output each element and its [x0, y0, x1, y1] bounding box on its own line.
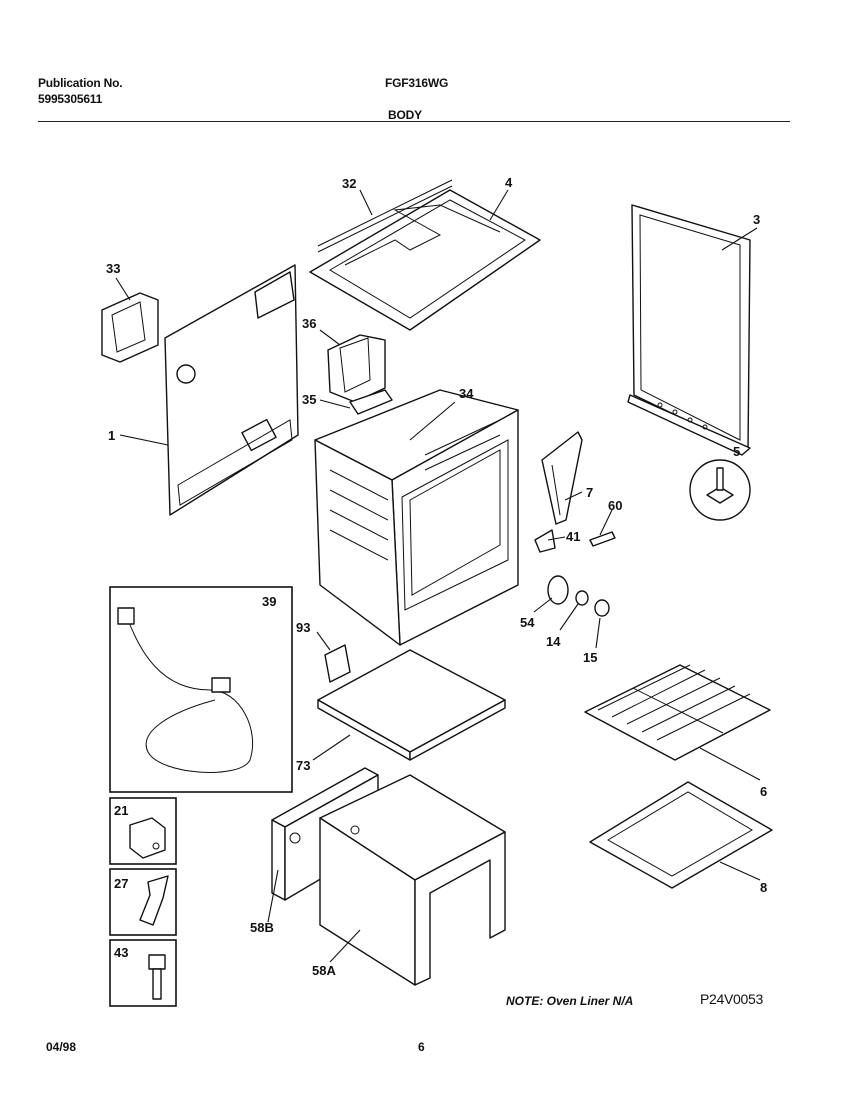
part-skirt-58a [319, 774, 506, 986]
part-small-60 [589, 531, 616, 547]
part-oven-rack [584, 664, 771, 761]
inset-box-43 [109, 939, 177, 1007]
callout-35: 35 [302, 392, 316, 407]
part-back-panel [164, 264, 299, 516]
part-broiler-pan [589, 781, 773, 889]
inset-box-21 [109, 797, 177, 865]
callout-58b: 58B [250, 920, 274, 935]
callout-36: 36 [302, 316, 316, 331]
part-power-cord [117, 607, 254, 773]
page-number: 6 [418, 1040, 425, 1054]
part-top-frame [309, 179, 541, 331]
callout-54: 54 [520, 615, 535, 630]
part-burner [541, 431, 583, 525]
oven-liner-note: NOTE: Oven Liner N/A [506, 994, 634, 1008]
header-rule [38, 121, 790, 122]
part-clip-21 [129, 817, 166, 859]
callout-14: 14 [546, 634, 561, 649]
callout-21: 21 [114, 803, 128, 818]
callout-58a: 58A [312, 963, 336, 978]
part-bracket-33 [101, 292, 159, 363]
footer-date: 04/98 [46, 1040, 77, 1054]
part-vent-36 [327, 334, 386, 403]
part-vent-35 [349, 389, 393, 415]
callout-8: 8 [760, 880, 767, 895]
part-small-41 [534, 529, 556, 553]
inset-box-39 [109, 586, 293, 793]
callout-15: 15 [583, 650, 597, 665]
callout-93: 93 [296, 620, 310, 635]
part-clip-27 [139, 875, 169, 926]
part-oven-body [314, 389, 519, 646]
part-switch [324, 644, 351, 683]
part-side-panel [627, 204, 751, 456]
callout-27: 27 [114, 876, 128, 891]
callout-43: 43 [114, 945, 128, 960]
callout-73: 73 [296, 758, 310, 773]
callout-7: 7 [586, 485, 593, 500]
part-leveling-leg [689, 459, 751, 521]
callout-5: 5 [733, 444, 740, 459]
callout-4: 4 [505, 175, 513, 190]
part-bottom-panel [317, 649, 506, 761]
publication-number: 5995305611 [38, 92, 103, 106]
publication-label: Publication No. [38, 76, 123, 90]
part-light-socket [547, 575, 610, 617]
callout-1: 1 [108, 428, 115, 443]
model-number: FGF316WG [385, 76, 449, 90]
leader-lines [115, 189, 761, 963]
drawing-reference: P24V0053 [700, 991, 763, 1007]
callout-34: 34 [459, 386, 474, 401]
callout-33: 33 [106, 261, 120, 276]
callout-32: 32 [342, 176, 356, 191]
section-title: BODY [388, 108, 422, 122]
callout-3: 3 [753, 212, 760, 227]
callout-39: 39 [262, 594, 276, 609]
callout-6: 6 [760, 784, 767, 799]
callout-60: 60 [608, 498, 622, 513]
inset-box-27 [109, 868, 177, 936]
callout-41: 41 [566, 529, 580, 544]
part-screw-43 [148, 954, 166, 1000]
